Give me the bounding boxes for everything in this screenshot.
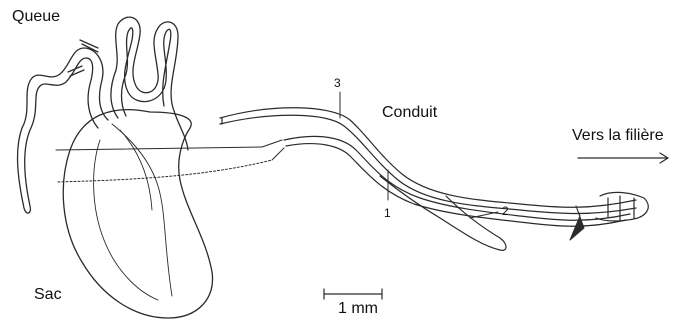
number-label-2: 2	[502, 204, 509, 218]
number-label-1: 1	[384, 206, 391, 220]
number-label-3: 3	[334, 76, 341, 90]
central-tube	[56, 140, 284, 182]
spinneret-valve	[570, 206, 584, 240]
sac-reservoir	[63, 110, 212, 318]
scale-label: 1 mm	[338, 300, 378, 318]
direction-label: Vers la filière	[572, 127, 664, 145]
sac-label: Sac	[34, 286, 62, 304]
scale-bar	[324, 289, 382, 299]
direction-arrow	[578, 153, 668, 163]
queue-label: Queue	[12, 8, 60, 26]
conduit-label: Conduit	[382, 104, 437, 122]
queue-tubule	[18, 17, 188, 213]
